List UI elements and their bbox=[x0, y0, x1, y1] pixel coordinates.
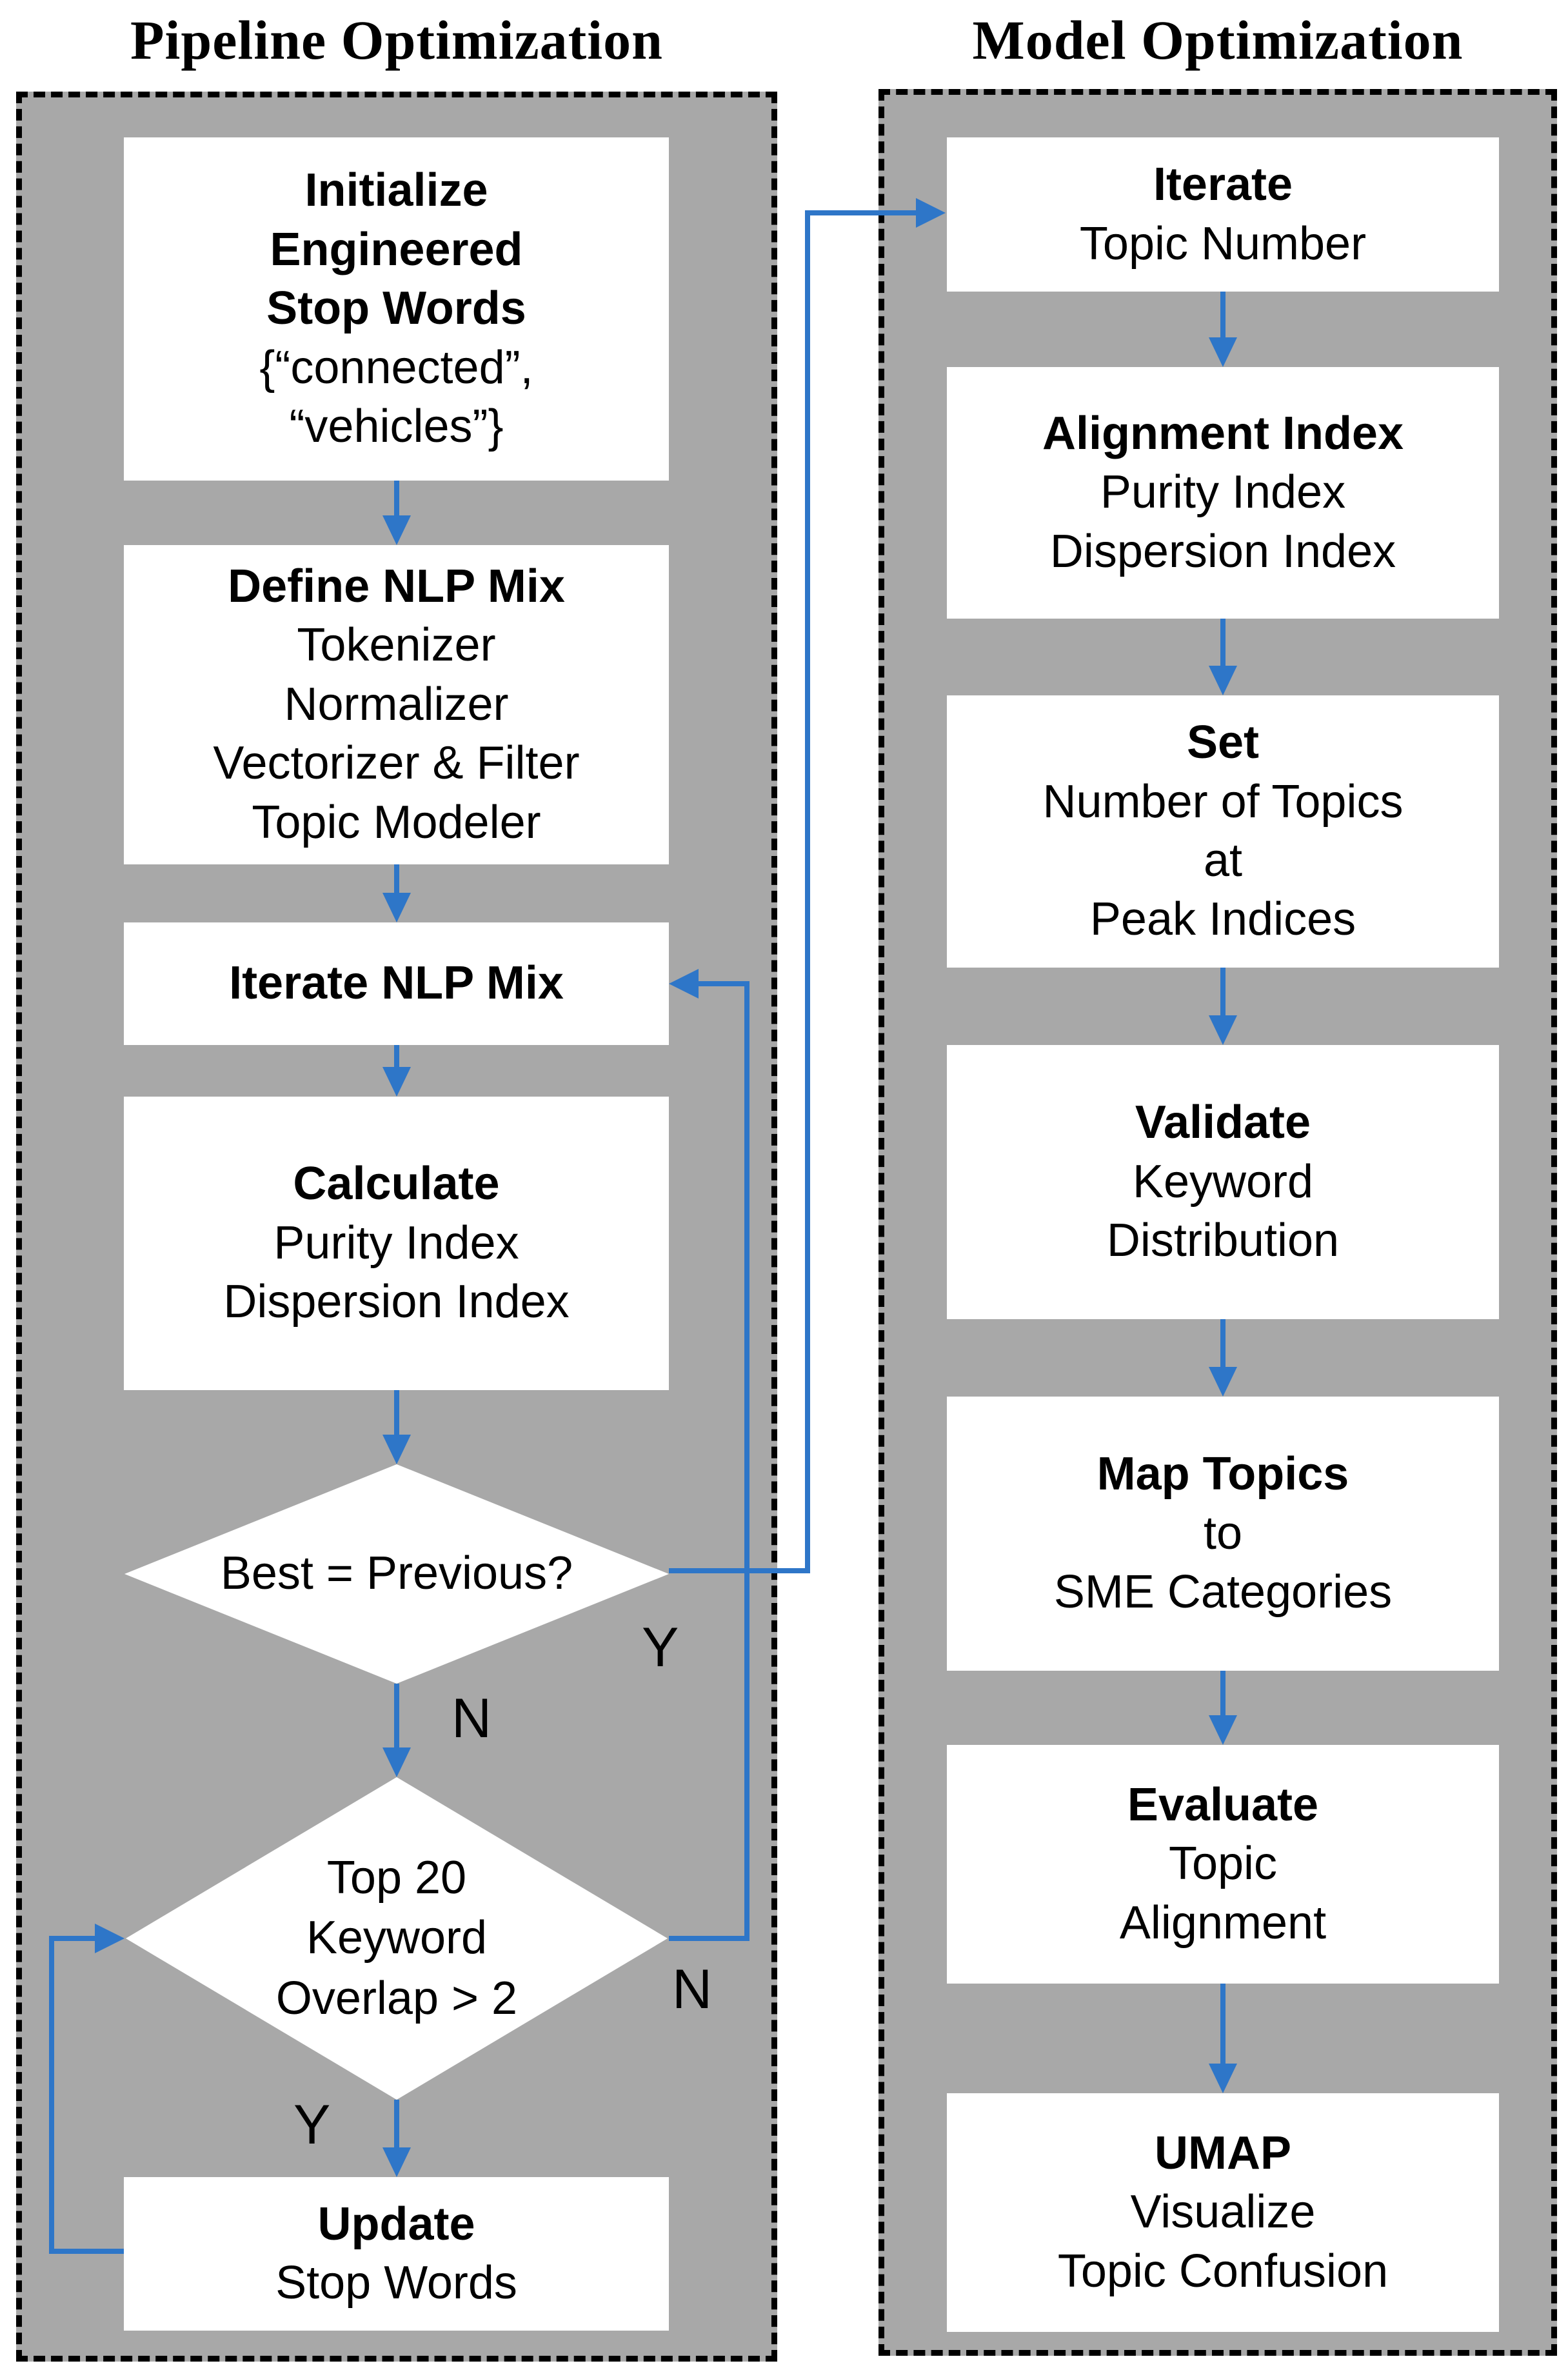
node-line: Topic bbox=[1168, 1838, 1278, 1890]
connector-update-loop-bottom bbox=[52, 2249, 124, 2254]
arrowhead-left-icon bbox=[669, 969, 699, 999]
node-line: Alignment Index bbox=[1042, 407, 1404, 459]
arrowhead-down-icon bbox=[1209, 2064, 1237, 2093]
connector-overlap-no-horizontal bbox=[669, 1936, 749, 1941]
node-iterate-nlp-mix: Iterate NLP Mix bbox=[124, 922, 669, 1045]
node-line: Validate bbox=[1135, 1097, 1311, 1149]
arrow-initialize-to-define bbox=[394, 481, 399, 518]
decision-line: Top 20 bbox=[326, 1851, 467, 1904]
node-iterate-topic-number: Iterate Topic Number bbox=[947, 137, 1499, 292]
node-line: SME Categories bbox=[1053, 1566, 1393, 1618]
node-line: Number of Topics bbox=[1042, 775, 1404, 828]
node-initialize-stop-words: Initialize Engineered Stop Words {“conne… bbox=[124, 137, 669, 481]
arrowhead-down-icon bbox=[1209, 666, 1237, 695]
node-line: Normalizer bbox=[284, 678, 509, 730]
node-line: Alignment bbox=[1119, 1896, 1327, 1949]
arrowhead-down-icon bbox=[1209, 337, 1237, 367]
connector-overlap-no-top bbox=[698, 981, 747, 986]
node-line: Calculate bbox=[293, 1158, 500, 1210]
node-line: Purity Index bbox=[273, 1217, 519, 1269]
label-overlap-no: N bbox=[672, 1958, 713, 2020]
arrow-calculate-to-best bbox=[394, 1390, 399, 1437]
node-umap-visualize: UMAP Visualize Topic Confusion bbox=[947, 2093, 1499, 2332]
node-line: Iterate NLP Mix bbox=[229, 957, 564, 1010]
node-line: Topic Number bbox=[1079, 217, 1367, 270]
node-line: Vectorizer & Filter bbox=[213, 737, 580, 790]
arrow-alignment-to-set bbox=[1220, 619, 1226, 668]
arrow-validate-to-map bbox=[1220, 1319, 1226, 1369]
connector-best-yes-top bbox=[805, 210, 917, 215]
node-line: Visualize bbox=[1130, 2186, 1316, 2238]
node-line: Distribution bbox=[1106, 1215, 1340, 1267]
node-line: UMAP bbox=[1155, 2127, 1291, 2179]
decision-question: Best = Previous? bbox=[220, 1548, 573, 1600]
node-line: Evaluate bbox=[1127, 1778, 1319, 1831]
node-line: Define NLP Mix bbox=[228, 560, 565, 612]
arrowhead-down-icon bbox=[382, 2147, 411, 2177]
connector-overlap-no-vertical bbox=[744, 981, 749, 1941]
connector-best-yes-horizontal bbox=[669, 1568, 810, 1573]
node-line: Map Topics bbox=[1097, 1448, 1349, 1500]
node-update-stop-words: Update Stop Words bbox=[124, 2177, 669, 2331]
arrow-overlap-yes-to-update bbox=[394, 2100, 399, 2149]
node-line: Topic Confusion bbox=[1057, 2245, 1389, 2297]
node-line: to bbox=[1203, 1507, 1243, 1559]
label-overlap-yes: Y bbox=[293, 2094, 331, 2156]
node-set-number-of-topics: Set Number of Topics at Peak Indices bbox=[947, 695, 1499, 968]
node-line: at bbox=[1203, 835, 1243, 886]
arrowhead-down-icon bbox=[382, 515, 411, 545]
arrowhead-right-icon bbox=[95, 1924, 124, 1953]
arrow-set-to-validate bbox=[1220, 968, 1226, 1018]
node-line: Keyword bbox=[1132, 1155, 1314, 1208]
arrowhead-down-icon bbox=[382, 1435, 411, 1464]
label-best-no: N bbox=[452, 1687, 492, 1749]
arrow-iterate-to-calculate bbox=[394, 1045, 399, 1069]
node-line: Tokenizer bbox=[297, 619, 496, 672]
arrow-define-to-iterate bbox=[394, 864, 399, 895]
node-line: Peak Indices bbox=[1089, 893, 1356, 946]
node-define-nlp-mix: Define NLP Mix Tokenizer Normalizer Vect… bbox=[124, 545, 669, 864]
node-evaluate-topic-alignment: Evaluate Topic Alignment bbox=[947, 1745, 1499, 1984]
arrow-evaluate-to-umap bbox=[1220, 1984, 1226, 2065]
arrowhead-down-icon bbox=[382, 893, 411, 922]
arrowhead-down-icon bbox=[1209, 1715, 1237, 1745]
arrowhead-down-icon bbox=[382, 1747, 411, 1777]
connector-update-loop-vertical bbox=[49, 1936, 54, 2254]
decision-line: Overlap > 2 bbox=[275, 1972, 518, 2024]
label-best-yes: Y bbox=[642, 1617, 679, 1678]
node-calculate-indices: Calculate Purity Index Dispersion Index bbox=[124, 1097, 669, 1390]
node-alignment-index: Alignment Index Purity Index Dispersion … bbox=[947, 367, 1499, 619]
node-line: Set bbox=[1186, 717, 1260, 769]
pipeline-panel-title: Pipeline Optimization bbox=[130, 9, 664, 71]
arrow-map-to-evaluate bbox=[1220, 1671, 1226, 1718]
node-line: Dispersion Index bbox=[223, 1276, 570, 1328]
node-line: Initialize bbox=[304, 164, 488, 217]
connector-best-yes-vertical bbox=[805, 213, 810, 1573]
arrowhead-down-icon bbox=[382, 1067, 411, 1097]
node-line: {“connected”, bbox=[259, 341, 533, 393]
decision-line: Keyword bbox=[306, 1912, 488, 1964]
connector-update-loop-top bbox=[49, 1936, 97, 1941]
node-line: Purity Index bbox=[1100, 466, 1346, 519]
node-line: Engineered bbox=[270, 223, 523, 275]
model-panel-title: Model Optimization bbox=[972, 9, 1464, 71]
arrow-best-no-to-overlap bbox=[394, 1684, 399, 1749]
node-line: “vehicles”} bbox=[289, 401, 504, 453]
node-line: Dispersion Index bbox=[1049, 525, 1396, 577]
arrowhead-down-icon bbox=[1209, 1015, 1237, 1045]
arrow-iterate-to-alignment bbox=[1220, 292, 1226, 340]
arrowhead-down-icon bbox=[1209, 1367, 1237, 1397]
node-line: Stop Words bbox=[275, 2257, 517, 2309]
node-line: Stop Words bbox=[266, 283, 526, 335]
node-validate-keyword-distribution: Validate Keyword Distribution bbox=[947, 1045, 1499, 1319]
node-map-topics-sme: Map Topics to SME Categories bbox=[947, 1397, 1499, 1671]
node-line: Topic Modeler bbox=[252, 796, 541, 848]
node-line: Update bbox=[317, 2198, 475, 2250]
arrowhead-right-icon bbox=[916, 198, 946, 228]
node-line: Iterate bbox=[1153, 159, 1293, 211]
